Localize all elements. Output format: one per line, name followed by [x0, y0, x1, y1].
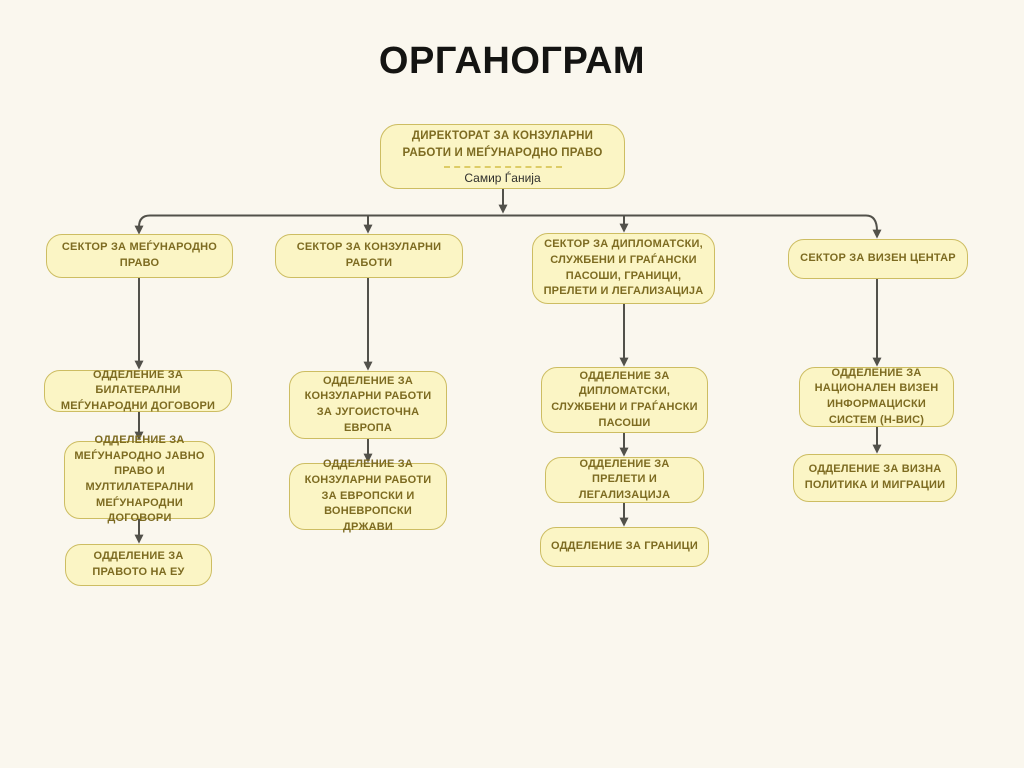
- department-node: ОДДЕЛЕНИЕ ЗА ПРАВОТО НА ЕУ: [65, 544, 212, 586]
- department-label: ОДДЕЛЕНИЕ ЗА НАЦИОНАЛЕН ВИЗЕН ИНФОРМАЦИС…: [814, 366, 939, 426]
- department-label: ОДДЕЛЕНИЕ ЗА ПРАВОТО НА ЕУ: [92, 550, 185, 578]
- sector-node-international-law: СЕКТОР ЗА МЕЃУНАРОДНО ПРАВО: [46, 234, 233, 278]
- department-node: ОДДЕЛЕНИЕ ЗА ГРАНИЦИ: [540, 527, 709, 567]
- department-node: ОДДЕЛЕНИЕ ЗА КОНЗУЛАРНИ РАБОТИ ЗА ЈУГОИС…: [289, 371, 447, 439]
- department-node: ОДДЕЛЕНИЕ ЗА ДИПЛОМАТСКИ, СЛУЖБЕНИ И ГРА…: [541, 367, 708, 433]
- org-root-node: ДИРЕКТОРАТ ЗА КОНЗУЛАРНИ РАБОТИ И МЕЃУНА…: [380, 124, 625, 189]
- sector-node-consular-affairs: СЕКТОР ЗА КОНЗУЛАРНИ РАБОТИ: [275, 234, 463, 278]
- department-label: ОДДЕЛЕНИЕ ЗА ВИЗНА ПОЛИТИКА И МИГРАЦИИ: [804, 463, 946, 491]
- department-label: ОДДЕЛЕНИЕ ЗА МЕЃУНАРОДНО ЈАВНО ПРАВО И М…: [74, 434, 205, 525]
- sector-label: СЕКТОР ЗА МЕЃУНАРОДНО ПРАВО: [61, 241, 218, 269]
- department-label: ОДДЕЛЕНИЕ ЗА ПРЕЛЕТИ И ЛЕГАЛИЗАЦИЈА: [578, 457, 671, 501]
- sector-node-passports-borders: СЕКТОР ЗА ДИПЛОМАТСКИ, СЛУЖБЕНИ И ГРАЃАН…: [532, 233, 715, 304]
- department-node: ОДДЕЛЕНИЕ ЗА ПРЕЛЕТИ И ЛЕГАЛИЗАЦИЈА: [545, 457, 704, 503]
- department-node: ОДДЕЛЕНИЕ ЗА НАЦИОНАЛЕН ВИЗЕН ИНФОРМАЦИС…: [799, 367, 954, 427]
- department-label: ОДДЕЛЕНИЕ ЗА ДИПЛОМАТСКИ, СЛУЖБЕНИ И ГРА…: [551, 369, 698, 429]
- department-node: ОДДЕЛЕНИЕ ЗА КОНЗУЛАРНИ РАБОТИ ЗА ЕВРОПС…: [289, 458, 447, 533]
- page-title: ОРГАНОГРАМ: [378, 40, 646, 82]
- org-root-label: ДИРЕКТОРАТ ЗА КОНЗУЛАРНИ РАБОТИ И МЕЃУНА…: [402, 129, 603, 159]
- sector-node-visa-center: СЕКТОР ЗА ВИЗЕН ЦЕНТАР: [788, 239, 968, 279]
- department-node: ОДДЕЛЕНИЕ ЗА БИЛАТЕРАЛНИ МЕЃУНАРОДНИ ДОГ…: [44, 368, 232, 412]
- sector-label: СЕКТОР ЗА КОНЗУЛАРНИ РАБОТИ: [296, 241, 442, 269]
- connector-arrows: [134, 189, 882, 544]
- department-label: ОДДЕЛЕНИЕ ЗА КОНЗУЛАРНИ РАБОТИ ЗА ЈУГОИС…: [304, 374, 432, 434]
- sector-label: СЕКТОР ЗА ДИПЛОМАТСКИ, СЛУЖБЕНИ И ГРАЃАН…: [543, 238, 704, 298]
- department-label: ОДДЕЛЕНИЕ ЗА БИЛАТЕРАЛНИ МЕЃУНАРОДНИ ДОГ…: [60, 368, 216, 412]
- sector-label: СЕКТОР ЗА ВИЗЕН ЦЕНТАР: [800, 252, 956, 265]
- department-node: ОДДЕЛЕНИЕ ЗА ВИЗНА ПОЛИТИКА И МИГРАЦИИ: [793, 454, 957, 502]
- department-label: ОДДЕЛЕНИЕ ЗА КОНЗУЛАРНИ РАБОТИ ЗА ЕВРОПС…: [304, 458, 432, 533]
- root-divider: [443, 166, 562, 169]
- department-label: ОДДЕЛЕНИЕ ЗА ГРАНИЦИ: [551, 540, 698, 553]
- department-node: ОДДЕЛЕНИЕ ЗА МЕЃУНАРОДНО ЈАВНО ПРАВО И М…: [64, 434, 215, 524]
- org-root-person: Самир Ѓанија: [464, 171, 541, 186]
